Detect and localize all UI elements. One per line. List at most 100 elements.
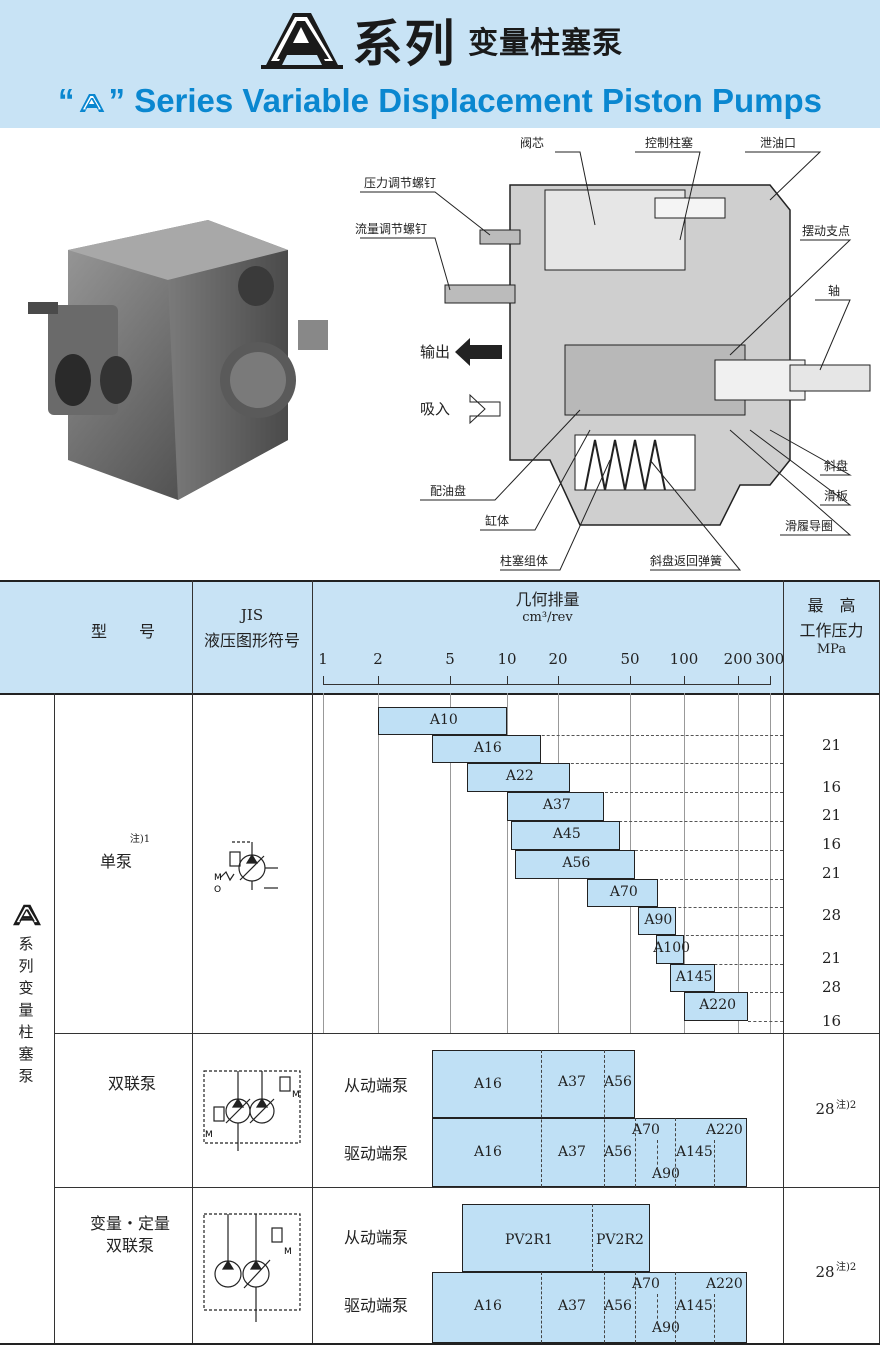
label-drain-port: 泄油口: [760, 136, 796, 150]
double-driven-label: 从动端泵: [343, 1076, 408, 1095]
table-header-rule: [0, 693, 880, 695]
label-slipper: 滑板: [824, 489, 848, 503]
svg-text:M: M: [284, 1247, 292, 1257]
double-drive-bar: [432, 1118, 747, 1187]
pressure-value: 16: [821, 778, 842, 796]
table-bottom-rule: [0, 1343, 880, 1345]
model-label: A10: [429, 712, 458, 728]
grid-line: [323, 693, 324, 1033]
mixed-name-2: 双联泵: [105, 1236, 154, 1255]
model-label: A37: [558, 1298, 586, 1314]
model-label: A70: [632, 1276, 660, 1292]
model-bar: [670, 964, 715, 992]
scale-tick: [738, 676, 739, 685]
series-a-logo-small: [79, 94, 104, 113]
scale-tick: [558, 676, 559, 685]
model-label: A16: [474, 1298, 502, 1314]
scale-label: 200: [723, 650, 753, 668]
model-label: A37: [558, 1144, 586, 1160]
grid-line: [738, 693, 739, 1033]
scale-tick: [450, 676, 451, 685]
group-line-2: [54, 1187, 880, 1188]
col-line-model: [192, 580, 193, 1343]
label-flow-screw: 流量调节螺钉: [355, 222, 427, 236]
label-cylinder: 缸体: [485, 513, 509, 528]
english-title: “ ” Series Variable Displacement Piston …: [0, 82, 880, 120]
model-label: A90: [644, 912, 673, 928]
series-a-logo-table: [13, 904, 41, 926]
series-char: 塞: [18, 1045, 34, 1063]
scale-label: 100: [669, 650, 699, 668]
label-control-piston: 控制柱塞: [645, 135, 693, 150]
mixed-name-1: 变量・定量: [89, 1214, 170, 1233]
mixed-driven-label: 从动端泵: [343, 1228, 408, 1247]
model-label: A70: [632, 1122, 660, 1138]
leader-line: [715, 992, 783, 993]
label-port-plate: 配油盘: [430, 483, 466, 498]
divider-dashed: [657, 1294, 658, 1324]
grid-line: [684, 693, 685, 1033]
quote-close: ”: [108, 82, 126, 119]
scale-tick: [770, 676, 771, 685]
divider-dashed: [657, 1140, 658, 1170]
mixed-note: 注)2: [836, 1262, 857, 1273]
col-line-symbol: [312, 580, 313, 1343]
scale-label: 10: [497, 650, 517, 668]
table-top-rule: [0, 580, 880, 582]
model-label: A56: [604, 1074, 632, 1090]
double-pressure: 28: [815, 1100, 835, 1118]
table-header-bg: [0, 580, 880, 693]
model-bar: [515, 850, 635, 879]
leader-line: [748, 1021, 783, 1022]
spec-table: 型 号 JIS 液压图形符号 几何排量 cm³/rev 最 高 工作压力 MPa…: [0, 580, 880, 1347]
english-title-text: Series Variable Displacement Piston Pump…: [134, 82, 822, 119]
series-char: 泵: [18, 1067, 34, 1085]
quote-open: “: [58, 82, 75, 119]
model-label: A90: [652, 1166, 680, 1182]
grid-line: [450, 693, 451, 1033]
single-note: 注)1: [129, 834, 151, 845]
model-bar: [684, 992, 748, 1021]
pressure-value: 28: [821, 978, 842, 996]
leader-line: [676, 935, 783, 936]
double-name: 双联泵: [107, 1074, 156, 1093]
model-label: A145: [676, 1144, 713, 1160]
model-bar: [656, 935, 684, 964]
model-bar: [511, 821, 620, 850]
scale-label: 20: [548, 650, 568, 668]
series-char: 柱: [18, 1023, 34, 1041]
leader-line: [604, 821, 783, 822]
model-bar: [432, 735, 541, 763]
scale-tick: [378, 676, 379, 685]
model-bar: [507, 792, 604, 821]
chinese-title: 系列 变量柱塞泵: [0, 4, 880, 76]
series-a-logo: [260, 13, 343, 69]
grid-line: [507, 693, 508, 1033]
series-char: 变: [18, 979, 34, 997]
model-label: A37: [558, 1074, 586, 1090]
leader-line: [620, 850, 783, 851]
divider-dashed: [714, 1294, 715, 1343]
label-pivot: 摆动支点: [802, 224, 850, 238]
model-label: PV2R2: [596, 1232, 644, 1248]
head-disp-1: 几何排量: [515, 590, 580, 609]
model-bar: [638, 907, 676, 935]
pressure-value: 16: [821, 835, 842, 853]
col-line-series: [54, 693, 55, 1343]
head-pressure-1: 最 高: [807, 596, 856, 615]
scale-label: 1: [318, 650, 328, 668]
scale-label: 2: [373, 650, 383, 668]
scale-label: 5: [445, 650, 455, 668]
model-label: A90: [652, 1320, 680, 1336]
series-char: 列: [18, 957, 34, 975]
model-label: A220: [706, 1122, 743, 1138]
model-bar: [587, 879, 658, 907]
svg-text:M: M: [205, 1130, 213, 1140]
double-driven-bar: [432, 1050, 635, 1118]
pressure-value: 21: [821, 949, 842, 967]
scale-label: 50: [620, 650, 640, 668]
double-drive-label: 驱动端泵: [343, 1144, 408, 1163]
head-pressure-2: 工作压力: [799, 621, 864, 640]
label-slipper-guide: 滑履导圈: [785, 519, 833, 533]
model-label: PV2R1: [505, 1232, 553, 1248]
